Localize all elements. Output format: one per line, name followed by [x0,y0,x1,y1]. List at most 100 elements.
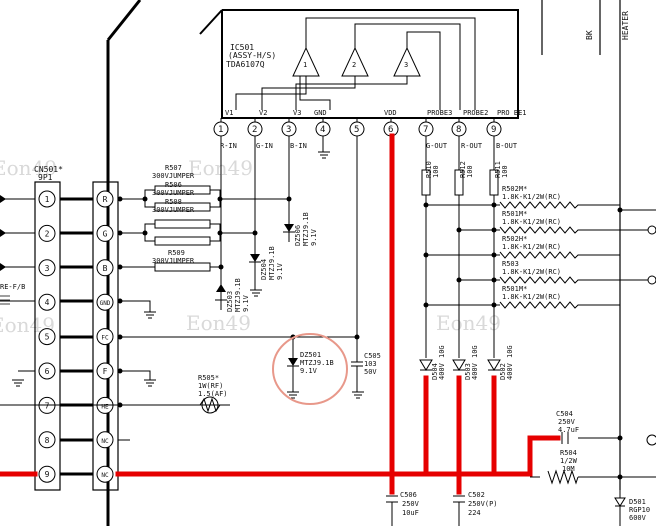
svg-text:1.5(AF): 1.5(AF) [198,390,228,398]
svg-text:9.1V: 9.1V [276,262,284,280]
svg-text:1.8K-K1/2W(RC): 1.8K-K1/2W(RC) [502,193,561,201]
svg-text:R502M*: R502M* [502,185,527,193]
svg-text:100: 100 [501,165,509,178]
svg-text:C506: C506 [400,491,417,499]
connector-right-pin-circle [96,465,114,483]
r508-ref: R508 [165,198,182,206]
r507-ref: R507 [165,164,182,172]
r506-val: 300VJUMPER [152,189,195,197]
watermark: Eon49 [436,311,501,335]
connector-right-pin-label: GND [100,300,111,307]
svg-text:MTZJ9.1B: MTZJ9.1B [300,359,334,367]
svg-text:R512: R512 [459,161,467,178]
cn501-pin-circle [38,224,56,242]
svg-text:D502: D502 [499,363,507,380]
zener-dz503: DZ503 MTZJ9.1B 9.1V [215,278,250,312]
cn501-pin-label: 2 [45,229,50,238]
svg-text:1.8K-K1/2W(RC): 1.8K-K1/2W(RC) [502,293,561,301]
ic-pin-signal: R-IN [220,142,237,150]
svg-text:10G: 10G [471,345,479,358]
ic501: IC501 (ASSY-H/S) TDA6107Q 1 2 3 [199,9,519,119]
ic-pin-name: GND [314,109,327,117]
r506-ref: R506 [165,181,182,189]
svg-text:D503: D503 [464,363,472,380]
connector-right-pin-label: NC [101,438,109,445]
svg-text:MTZJ9.1B: MTZJ9.1B [302,212,310,246]
zener-dz506: DZ506 MTZJ9.1B 9.1V [283,212,318,246]
svg-text:R501M*: R501M* [502,285,527,293]
svg-text:9.1V: 9.1V [300,367,318,375]
svg-text:50V: 50V [364,368,377,376]
svg-text:MTZJ9.1B: MTZJ9.1B [234,278,242,312]
svg-text:100: 100 [466,165,474,178]
ic-pin-name: V3 [293,109,301,117]
vdd-highlight [0,133,561,495]
bypass-caps [386,495,465,526]
clamp-diodes [419,359,501,371]
cn501-pin-label: 3 [45,264,50,273]
svg-text:100: 100 [432,165,440,178]
input-network [0,136,358,441]
capacitor-c505 [351,337,363,392]
diode-d501 [614,497,626,507]
connector-right-pin-label: HE [101,403,109,410]
side-resistor [0,295,10,305]
svg-text:10M: 10M [562,465,575,473]
connector-right-pin-circle [96,328,114,346]
watermark: Eon49 [0,156,57,180]
cn501-pin-circle [38,259,56,277]
connector-right-pin-circle [96,362,114,380]
svg-text:400V: 400V [471,362,479,380]
ic-pin-signal: G-OUT [426,142,448,150]
svg-text:DZ501: DZ501 [300,351,321,359]
svg-text:R510: R510 [425,161,433,178]
ic-pin-number: 3 [286,125,291,135]
ic-sub: (ASSY-H/S) [228,51,276,60]
svg-text:R505*: R505* [198,374,219,382]
connector-right-pin-label: B [103,264,108,273]
highlight-circle [272,333,348,405]
svg-text:10uF: 10uF [402,509,419,517]
svg-text:D501: D501 [629,498,646,506]
connector-right-pin-label: FC [101,335,109,342]
amp-label: 1 [303,61,307,69]
svg-text:250V(P): 250V(P) [468,500,498,508]
hv-filter [530,432,621,526]
cn501-pin-label: 6 [45,367,50,376]
ic-part: TDA6107Q [226,60,265,69]
r509-ref: R509 [168,249,185,257]
left-arrows [0,195,6,271]
ic-pin-number: 7 [423,125,428,135]
ic-pin-name: PROBE2 [463,109,488,117]
ground-symbols [12,151,364,399]
ic-pin-signal: B-IN [290,142,307,150]
side-note: RE-F/B [0,283,25,291]
cn501-pin-label: 9 [45,470,50,479]
ic-pin-number: 6 [388,125,393,135]
connector-right-pin-circle [96,190,114,208]
cn501-pin-circle [38,431,56,449]
ic-pin-number: 4 [320,125,325,135]
ic-pin-name: V1 [225,109,233,117]
svg-text:C505: C505 [364,352,381,360]
svg-text:400V: 400V [506,362,514,380]
output-network [421,136,656,478]
svg-text:DZ504: DZ504 [260,259,268,280]
ic-pin-signal: B-OUT [496,142,518,150]
svg-text:R503: R503 [502,260,519,268]
connector-right-pin-circle [96,224,114,242]
svg-text:DZ503: DZ503 [226,291,234,312]
svg-text:250V: 250V [558,418,576,426]
svg-text:9.1V: 9.1V [242,294,250,312]
svg-text:D504: D504 [431,363,439,380]
cn501-pin-label: 7 [45,401,50,410]
svg-text:250V: 250V [402,500,420,508]
cn501-type: 9P1 [38,173,53,182]
cn501-pin-circle [38,362,56,380]
ic-pin-signal: R-OUT [461,142,483,150]
zener-dz501 [287,337,299,392]
ic-ref: IC501 [230,43,254,52]
ic-pin-number: 9 [491,125,496,135]
r507-val: 300VJUMPER [152,172,195,180]
svg-text:1.8K-K1/2W(RC): 1.8K-K1/2W(RC) [502,243,561,251]
